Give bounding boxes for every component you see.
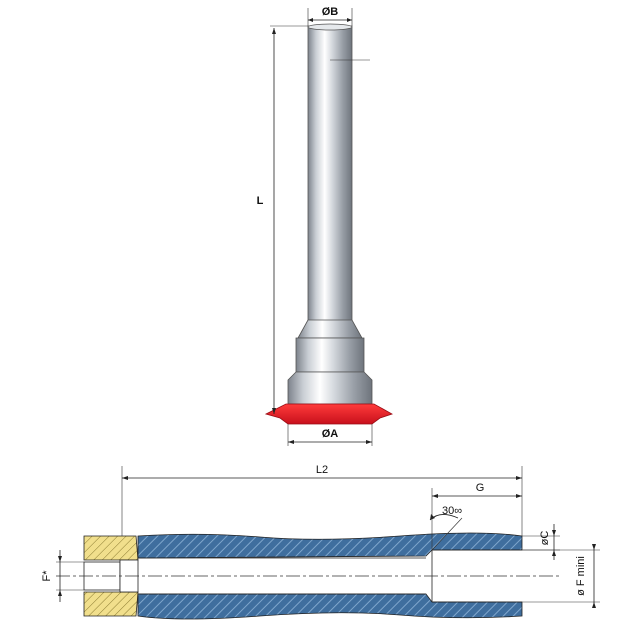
tool-red-collar (264, 403, 393, 425)
diameter-a-label: ØA (322, 428, 339, 440)
tool-shoulder-upper (295, 337, 365, 373)
total-length-label: L2 (316, 464, 328, 476)
blue-wall-bottom (137, 593, 523, 620)
yellow-end-top (83, 535, 139, 561)
tool-shank (307, 25, 353, 327)
cross-section-view: L2 G 30∞ øC ø F mini F* (41, 464, 600, 620)
diameter-f-mini-label: ø F mini (575, 556, 587, 596)
yellow-end-bottom (83, 591, 139, 617)
tool-neck (297, 319, 363, 339)
bore-depth-label: G (476, 482, 485, 494)
blue-wall-top (137, 532, 523, 559)
length-label: L (257, 195, 264, 207)
chamfer-angle-label: 30∞ (442, 505, 462, 517)
tool-shoulder-lower (287, 371, 373, 405)
diameter-c-label: øC (539, 531, 551, 546)
diameter-b-label: ØB (322, 6, 339, 18)
tool-view: ØB L ØA (257, 6, 393, 446)
tool-shank-top (307, 23, 353, 31)
f-star-label: F* (41, 570, 53, 582)
